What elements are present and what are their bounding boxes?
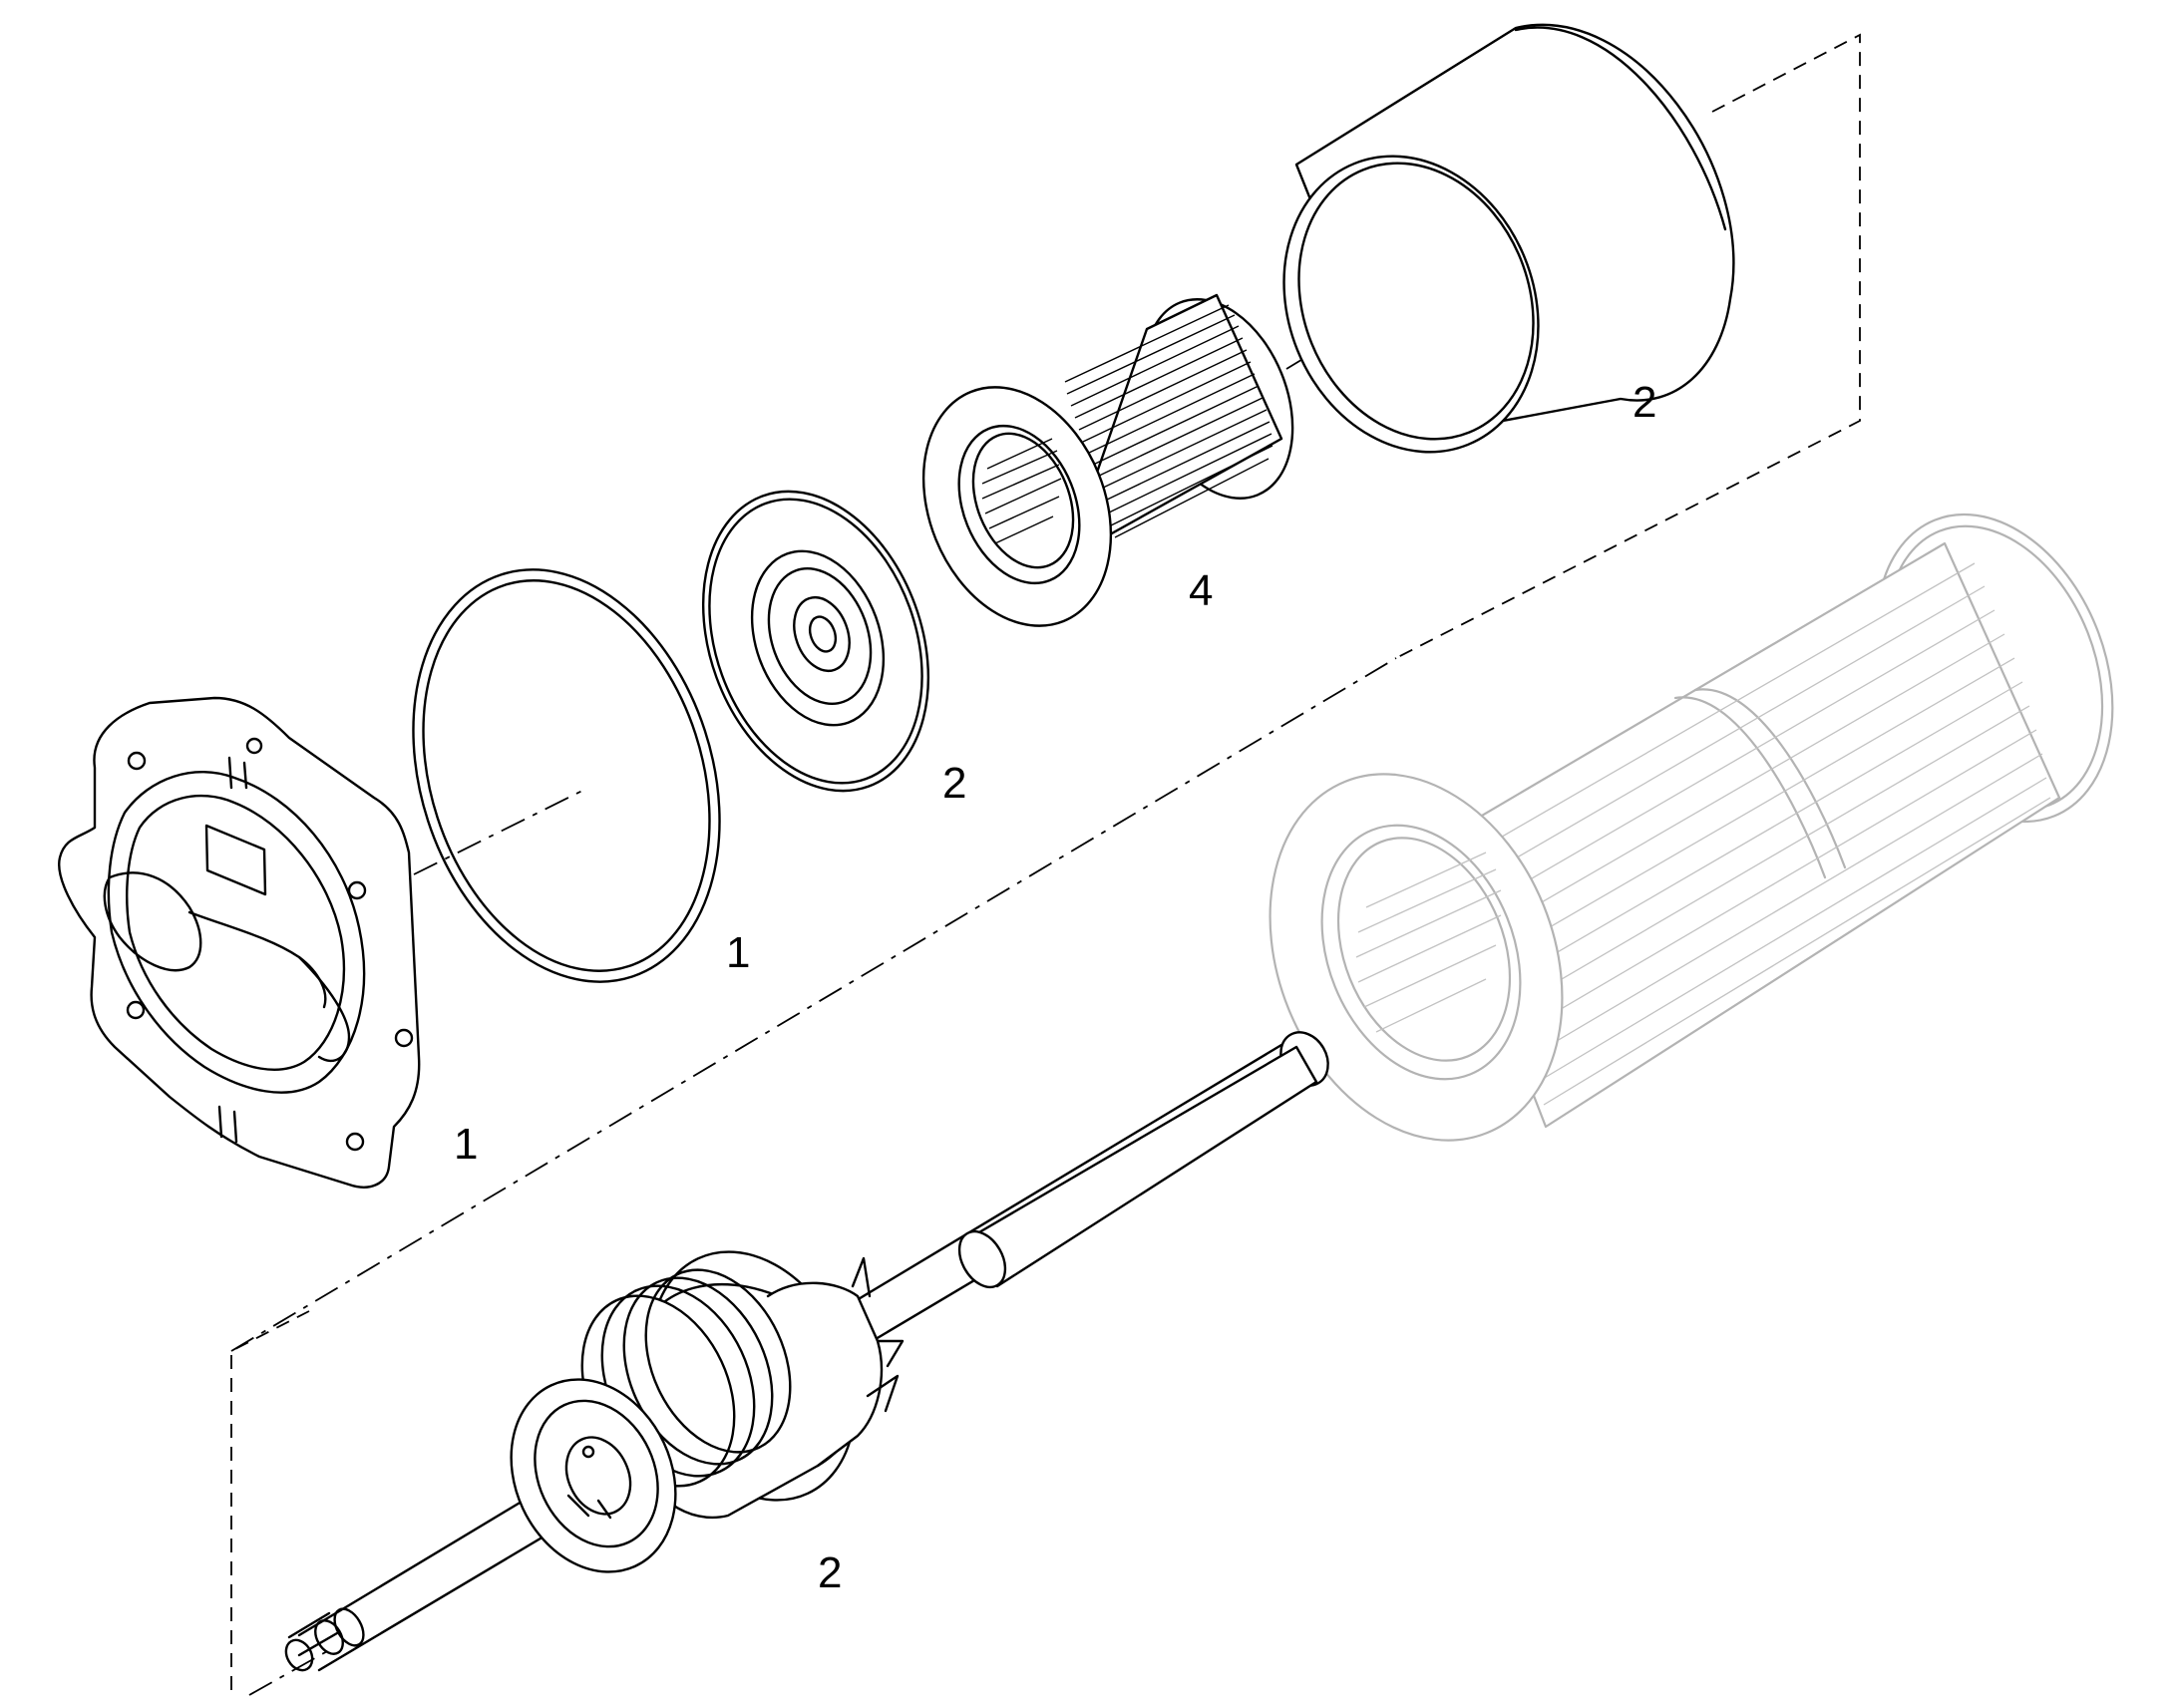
callout-end-cover: 1 <box>454 1120 478 1169</box>
ghost-filter-part <box>1269 512 2114 1142</box>
outer-sleeve-part <box>1282 23 1735 454</box>
callout-outer-sleeve: 2 <box>1633 378 1656 427</box>
callout-shaft-assembly: 2 <box>818 1548 842 1597</box>
disc-part <box>701 490 930 793</box>
callout-disc: 2 <box>942 759 966 808</box>
o-ring-part <box>412 568 721 983</box>
end-cover-part <box>58 696 421 1189</box>
callout-inner-filter: 4 <box>1189 566 1213 615</box>
inner-filter-part <box>921 293 1294 627</box>
callout-o-ring: 1 <box>726 928 750 977</box>
shaft-assembly-part <box>284 1031 1329 1672</box>
callout-labels: 1 1 2 4 2 2 <box>454 378 1656 1597</box>
